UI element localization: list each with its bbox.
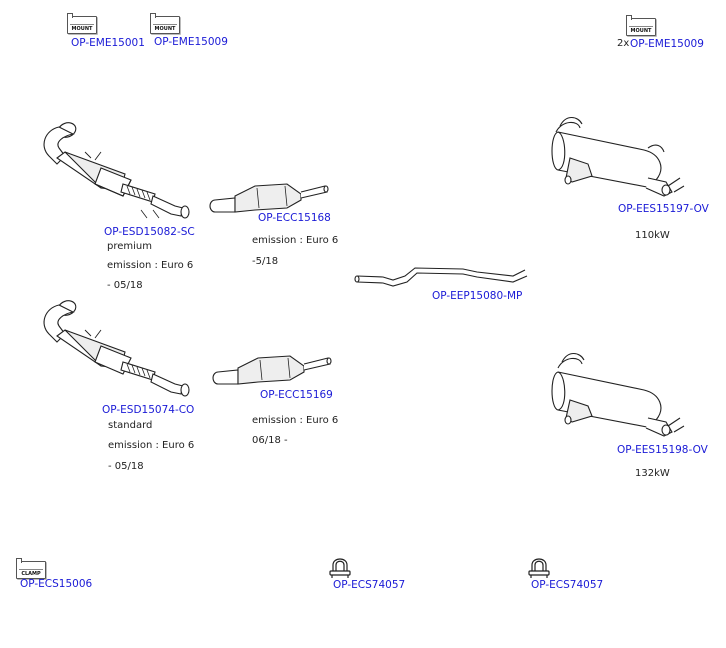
- clamp-tag-label: CLAMP: [21, 571, 41, 577]
- variant-label: standard: [108, 420, 153, 431]
- date-range-label: 06/18 -: [252, 435, 288, 446]
- part-code-ecs74057[interactable]: OP-ECS74057: [531, 579, 604, 591]
- part-code-ees15197[interactable]: OP-EES15197-OV: [618, 203, 709, 215]
- variant-label: premium: [107, 241, 152, 252]
- u-clamp-icon: [528, 558, 550, 578]
- emission-label: emission : Euro 6: [252, 235, 339, 246]
- part-code-ecc15169[interactable]: OP-ECC15169: [260, 389, 333, 401]
- date-range-label: -5/18: [252, 256, 279, 267]
- part-code-ees15198[interactable]: OP-EES15198-OV: [617, 444, 708, 456]
- clamp-tag-icon: CLAMP: [16, 558, 46, 579]
- front-pipe-dpf-icon: [43, 122, 190, 219]
- power-label: 110kW: [635, 230, 670, 241]
- part-code-ecc15168[interactable]: OP-ECC15168: [258, 212, 331, 224]
- rear-silencer-icon: [551, 116, 685, 197]
- mount-tag-label: MOUNT: [154, 26, 176, 32]
- part-code-ecs15006[interactable]: OP-ECS15006: [20, 578, 93, 590]
- date-range-label: - 05/18: [108, 461, 144, 472]
- part-code-esd15074[interactable]: OP-ESD15074-CO: [102, 404, 195, 416]
- u-clamp-icon: [329, 558, 351, 578]
- part-code-eme15001[interactable]: OP-EME15001: [71, 37, 145, 49]
- middle-pipe-icon: [354, 267, 528, 287]
- mount-tag-icon: MOUNT: [150, 13, 180, 34]
- front-pipe-dpf-icon: [43, 300, 190, 397]
- part-code-esd15082[interactable]: OP-ESD15082-SC: [104, 226, 195, 238]
- mount-tag-label: MOUNT: [630, 28, 652, 34]
- rear-silencer-icon: [551, 352, 685, 437]
- mount-tag-icon: MOUNT: [67, 13, 97, 34]
- emission-label: emission : Euro 6: [108, 440, 195, 451]
- part-code-eme15009[interactable]: OP-EME15009: [154, 36, 228, 48]
- power-label: 132kW: [635, 468, 670, 479]
- part-code-eep15080[interactable]: OP-EEP15080-MP: [432, 290, 523, 302]
- date-range-label: - 05/18: [107, 280, 143, 291]
- catalytic-converter-icon: [209, 183, 329, 213]
- emission-label: emission : Euro 6: [252, 415, 339, 426]
- catalytic-converter-icon: [212, 355, 332, 385]
- mount-tag-icon: MOUNT: [626, 15, 656, 36]
- mount-tag-label: MOUNT: [71, 26, 93, 32]
- part-code-ecs74057[interactable]: OP-ECS74057: [333, 579, 406, 591]
- emission-label: emission : Euro 6: [107, 260, 194, 271]
- quantity-label: 2x: [617, 38, 630, 49]
- part-code-eme15009-qty[interactable]: OP-EME15009: [630, 38, 704, 50]
